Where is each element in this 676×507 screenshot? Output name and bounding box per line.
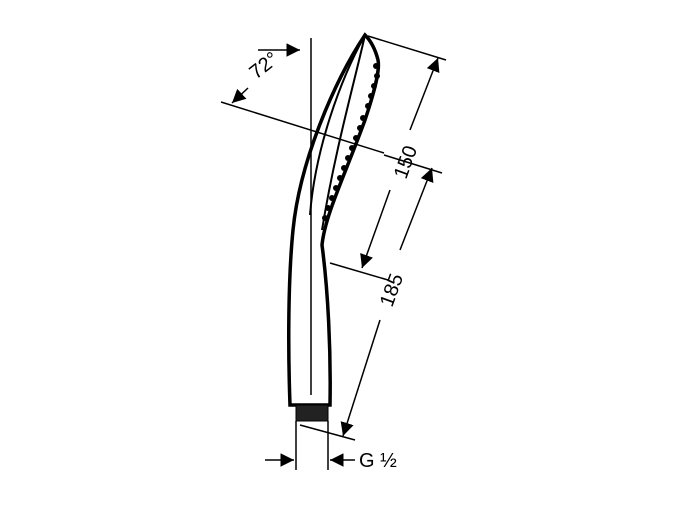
thread-connector [295,404,329,422]
shower-inner-curve [309,34,366,216]
dim-150-arrow-top [409,57,440,131]
angle-arrow-left [231,87,249,104]
shower-face-edge [321,34,366,231]
angle-label: 72° [246,48,283,84]
dim-185-arrow-top [399,167,434,251]
ext-line-bottom [299,424,356,441]
dim-185-arrow-bottom [340,319,381,437]
ext-line-mid [329,262,389,281]
dim-185-label: 185 [376,271,408,310]
shower-body-outline [287,32,381,407]
dim-150-arrow-bottom [360,189,391,269]
thread-label: G ½ [359,450,397,472]
dim-150-label: 150 [390,143,422,182]
nozzle-dots [322,63,380,221]
ext-line-top [367,35,447,61]
